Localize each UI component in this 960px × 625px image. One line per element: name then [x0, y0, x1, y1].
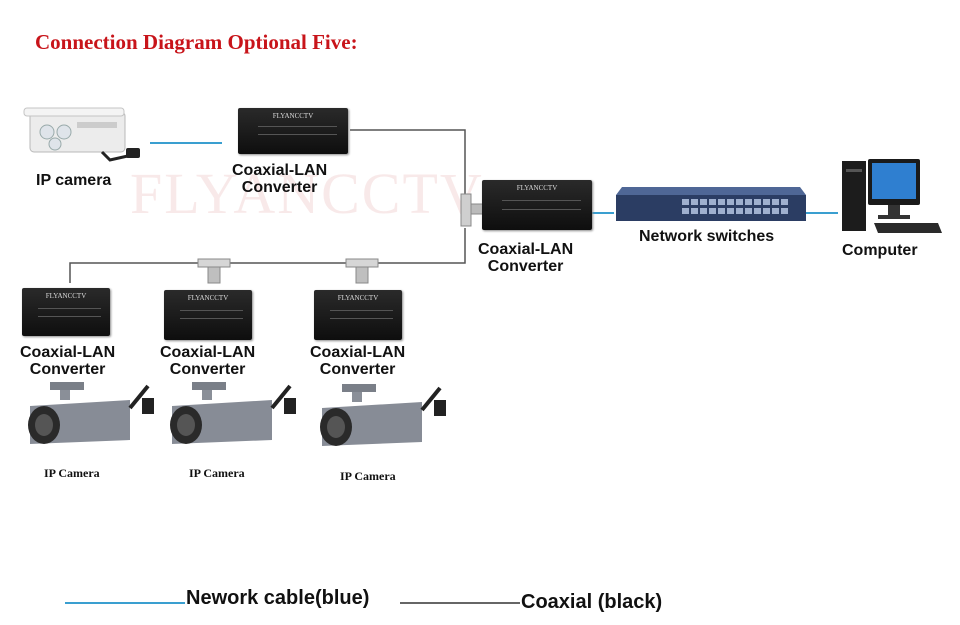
converter-center-label: Coaxial-LAN Converter — [478, 241, 573, 275]
network-switch-icon — [616, 187, 806, 221]
converter-bottom-1-label: Coaxial-LAN Converter — [20, 344, 115, 378]
converter-bottom-2-label: Coaxial-LAN Converter — [160, 344, 255, 378]
computer-icon — [842, 159, 942, 233]
converter-brand: FLYANCCTV — [516, 184, 558, 192]
ip-camera-2-label: IP Camera — [189, 466, 245, 480]
legend-coaxial: Coaxial (black) — [521, 591, 663, 613]
converter-label-line2: Converter — [487, 258, 564, 275]
converter-label-line2: Converter — [319, 361, 396, 378]
coaxial-lan-converter-bottom-1: FLYANCCTV — [22, 288, 110, 336]
converter-label-line1: Coaxial-LAN — [478, 241, 574, 258]
coaxial-lan-converter-bottom-3: FLYANCCTV — [314, 290, 402, 340]
diagram-title: Connection Diagram Optional Five: — [35, 30, 358, 54]
converter-label-line1: Coaxial-LAN — [160, 344, 256, 361]
converter-bottom-3-label: Coaxial-LAN Converter — [310, 344, 405, 378]
converter-top-label: Coaxial-LAN Converter — [232, 162, 327, 196]
bnc-t-connector-icon — [460, 193, 484, 227]
converter-brand: FLYANCCTV — [272, 112, 314, 120]
network-switches-label: Network switches — [639, 228, 775, 245]
coaxial-lan-converter-bottom-2: FLYANCCTV — [164, 290, 252, 340]
coaxial-lan-converter-center: FLYANCCTV — [482, 180, 592, 230]
converter-label-line2: Converter — [29, 361, 106, 378]
ip-camera-3-label: IP Camera — [340, 469, 396, 483]
bnc-connector-icon — [197, 258, 231, 284]
ip-camera-top-label: IP camera — [36, 172, 112, 189]
converter-label-line1: Coaxial-LAN — [310, 344, 406, 361]
converter-label-line1: Coaxial-LAN — [232, 162, 328, 179]
ip-camera-1-label: IP Camera — [44, 466, 100, 480]
bnc-connector-icon — [345, 258, 379, 284]
coaxial-cable-top — [350, 129, 466, 196]
converter-label-line2: Converter — [169, 361, 246, 378]
bullet-camera-icon — [170, 382, 296, 444]
coaxial-cable-bottom-run — [69, 228, 466, 283]
converter-label-line1: Coaxial-LAN — [20, 344, 116, 361]
legend-network-cable: Nework cable(blue) — [186, 587, 370, 609]
converter-brand: FLYANCCTV — [45, 292, 87, 300]
converter-label-line2: Converter — [241, 179, 318, 196]
coaxial-lan-converter-top: FLYANCCTV — [238, 108, 348, 154]
computer-label: Computer — [842, 242, 918, 259]
converter-brand: FLYANCCTV — [187, 294, 229, 302]
converter-brand: FLYANCCTV — [337, 294, 379, 302]
box-ip-camera-icon — [23, 107, 140, 162]
bullet-camera-icon — [320, 384, 446, 446]
watermark: FLYANCCTV — [130, 161, 484, 226]
bullet-camera-icon — [28, 382, 154, 444]
